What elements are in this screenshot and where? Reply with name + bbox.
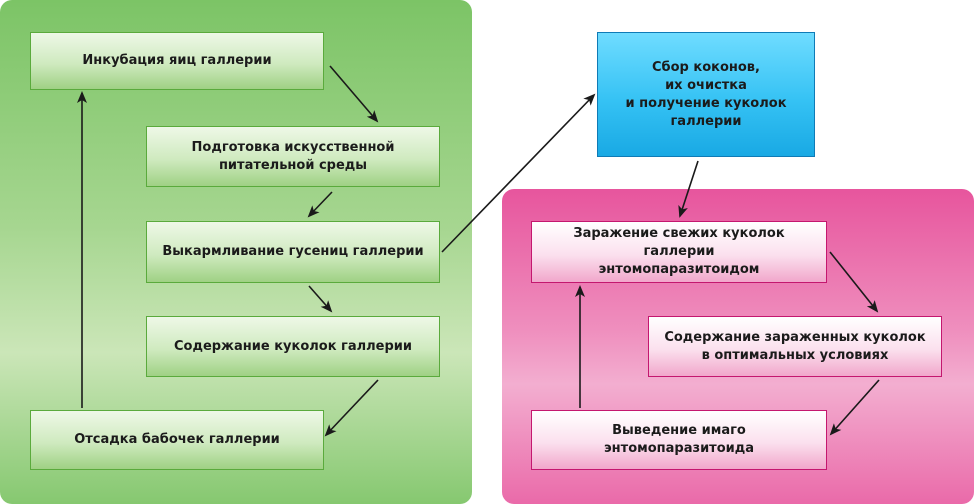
cocoon-collection-box: Сбор коконов, их очистка и получение кук… bbox=[597, 32, 815, 157]
infected-keeping-box: Содержание зараженных куколок в оптималь… bbox=[648, 316, 942, 377]
rearing-box: Выкармливание гусениц галлерии bbox=[146, 221, 440, 283]
pupae-keeping-box: Содержание куколок галлерии bbox=[146, 316, 440, 377]
infection-box: Заражение свежих куколок галлерии энтомо… bbox=[531, 221, 827, 283]
imago-breeding-box: Выведение имаго энтомопаразитоида bbox=[531, 410, 827, 470]
incubation-box: Инкубация яиц галлерии bbox=[30, 32, 324, 90]
moth-release-box: Отсадка бабочек галлерии bbox=[30, 410, 324, 470]
medium-prep-box: Подготовка искусственной питательной сре… bbox=[146, 126, 440, 187]
